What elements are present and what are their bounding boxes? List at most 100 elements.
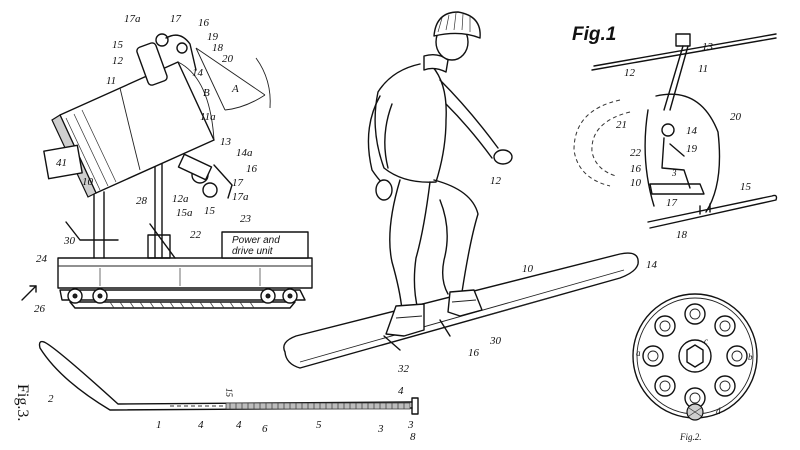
ski-profile-top (38, 340, 413, 411)
power-unit-label-line1: Power and (232, 235, 280, 246)
label-17-lift: 17 (666, 197, 678, 209)
label-12: 12 (112, 55, 124, 67)
label-11: 11 (106, 75, 116, 87)
power-drive-unit-box (221, 231, 309, 259)
label-d-wheel: d (716, 406, 721, 416)
label-30: 30 (63, 235, 76, 247)
frame-brace (65, 221, 119, 241)
label-10-lift: 10 (630, 177, 642, 189)
left-hand (375, 179, 393, 201)
label-11-lift: 11 (698, 63, 708, 75)
label-a-wheel: a (636, 348, 641, 358)
label-3-lift: 3 (671, 168, 677, 178)
label-30-board: 30 (489, 335, 502, 347)
machine-tracks (59, 288, 306, 309)
label-15-lower: 15 (204, 205, 216, 217)
label-14a: 14a (236, 147, 253, 159)
label-13-lift: 13 (702, 41, 714, 53)
label-16-lower: 16 (246, 163, 258, 175)
label-12-lift: 12 (624, 67, 636, 79)
label-19: 19 (207, 31, 219, 43)
label-17a-lower: 17a (232, 191, 249, 203)
label-b: B (203, 87, 210, 99)
label-3-ski-b: 3 (407, 419, 414, 431)
torso (374, 63, 447, 183)
wheel-disc-drawing: a b c d Fig.2. (632, 293, 758, 442)
label-10-board: 10 (522, 263, 534, 275)
label-15-ski: 15 (224, 388, 234, 398)
label-21-lift: 21 (616, 119, 627, 131)
label-20-lift: 20 (730, 111, 742, 123)
label-15a: 15a (176, 207, 193, 219)
right-arm (439, 79, 499, 149)
lower-nozzle-assembly (177, 153, 233, 199)
rider-head (661, 123, 675, 137)
label-28: 28 (136, 195, 148, 207)
label-26: 26 (34, 303, 46, 315)
label-b-wheel: b (748, 352, 753, 362)
label-4-ski-a: 4 (198, 419, 204, 431)
gauge-box (43, 144, 83, 180)
chair-canopy (655, 93, 721, 213)
label-4-ski-c: 4 (398, 385, 404, 397)
label-16: 16 (198, 17, 210, 29)
upper-nozzle-assembly (136, 33, 197, 86)
label-19-lift: 19 (686, 143, 698, 155)
label-1-ski: 1 (156, 419, 162, 431)
label-c-wheel: c (704, 336, 708, 346)
label-14: 14 (192, 67, 204, 79)
label-6-ski: 6 (262, 423, 268, 435)
label-18: 18 (212, 42, 224, 54)
chairlift-drawing: Fig.1 13 12 11 21 20 14 22 19 16 3 10 15… (572, 24, 778, 241)
label-3-ski-a: 3 (377, 423, 384, 435)
label-12a: 12a (172, 193, 189, 205)
fig2-caption: Fig.2. (679, 432, 702, 442)
left-leg (389, 179, 403, 311)
beanie (433, 11, 481, 39)
ski (647, 194, 778, 229)
snow-machine-drawing: Power and drive unit 41 (21, 13, 313, 315)
label-4-ski-b: 4 (236, 419, 242, 431)
lift-cable (593, 33, 777, 67)
right-leg (433, 179, 479, 293)
wheel-bolt-rings (642, 303, 748, 409)
label-15: 15 (112, 39, 124, 51)
label-20: 20 (222, 53, 234, 65)
label-17-lower: 17 (232, 177, 244, 189)
wheel-hub (678, 339, 712, 373)
snowboarder-drawing: 12 10 14 30 16 32 (283, 11, 658, 375)
label-22: 22 (190, 229, 202, 241)
ski-profile-drawing: Fig.3. 2 1 4 15 4 6 5 3 4 3 8 (14, 340, 419, 443)
label-15-lift: 15 (740, 181, 752, 193)
label-22-lift: 22 (630, 147, 642, 159)
gauge-box-label: 41 (56, 157, 67, 169)
chair-seat (649, 183, 705, 195)
label-13: 13 (220, 136, 232, 148)
label-16-lift: 16 (630, 163, 642, 175)
rear-support (93, 191, 105, 259)
label-11a: 11a (200, 111, 216, 123)
label-18-lift: 18 (676, 229, 688, 241)
label-10: 10 (82, 176, 94, 188)
right-hand (493, 149, 513, 165)
snow-gun-barrel (51, 61, 215, 198)
label-17: 17 (170, 13, 182, 25)
left-boot (385, 303, 425, 337)
hanger-arm (663, 45, 689, 111)
cable-grip (675, 33, 691, 47)
label-12-board: 12 (490, 175, 502, 187)
label-17a: 17a (124, 13, 141, 25)
label-23: 23 (240, 213, 252, 225)
machine-chassis (57, 257, 313, 289)
fig1-title: Fig.1 (572, 24, 616, 45)
ski-core-hatched (225, 402, 411, 410)
label-32-board: 32 (397, 363, 410, 375)
label-8-ski: 8 (410, 431, 416, 443)
power-unit-label-line2: drive unit (232, 246, 274, 257)
label-14-lift: 14 (686, 125, 698, 137)
label-5-ski: 5 (316, 419, 322, 431)
label-16-board: 16 (468, 347, 480, 359)
angle-lines (195, 47, 266, 111)
